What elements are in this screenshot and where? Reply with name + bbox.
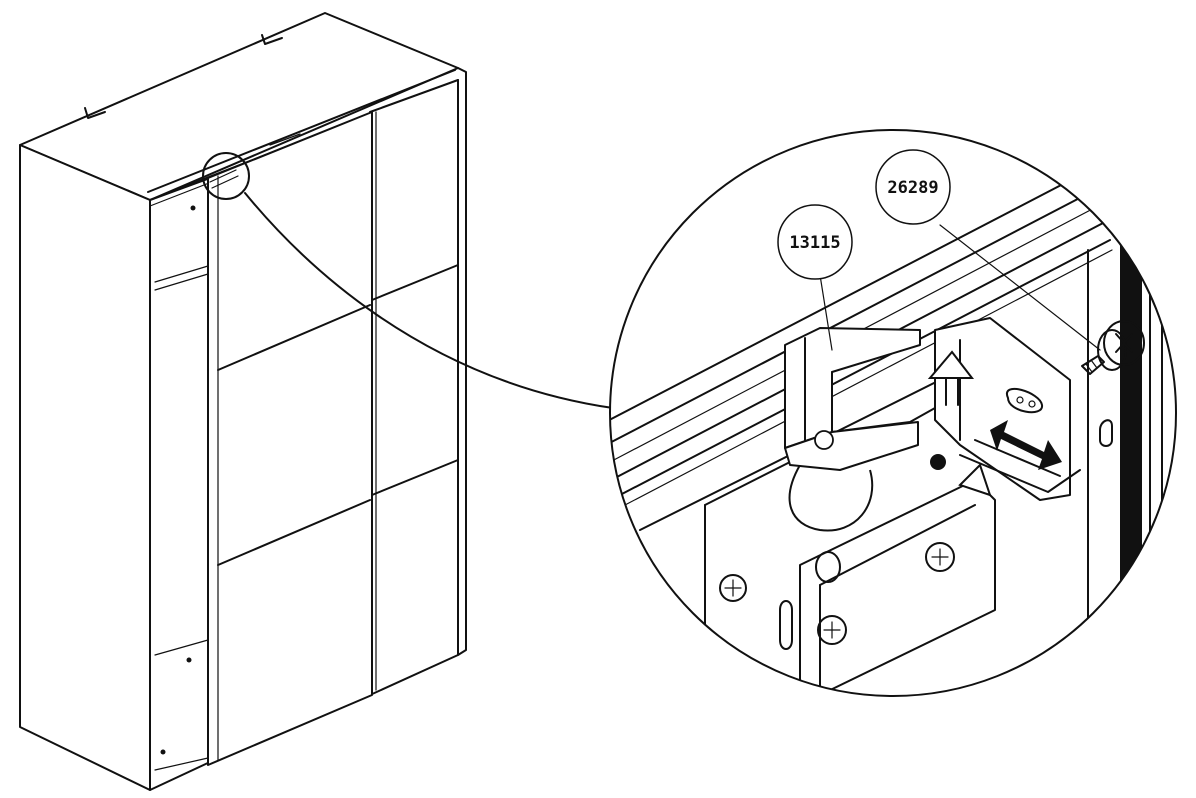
part-number-label: 26289	[887, 178, 938, 198]
wardrobe-left-side	[19, 144, 151, 791]
callout-13115: 13115	[777, 204, 853, 280]
detail-leader-line	[244, 192, 614, 409]
sliding-door-back	[369, 79, 459, 696]
detail-view	[609, 129, 1177, 697]
detail-magnifier-ring	[202, 152, 250, 200]
callout-26289: 26289	[875, 149, 951, 225]
part-26289-screw	[1081, 320, 1145, 375]
wardrobe-interior	[149, 177, 211, 791]
part-number-label: 13115	[789, 233, 840, 253]
sliding-door-front	[207, 111, 373, 766]
wardrobe	[19, 12, 467, 791]
adjust-direction-arrow	[990, 420, 1062, 470]
